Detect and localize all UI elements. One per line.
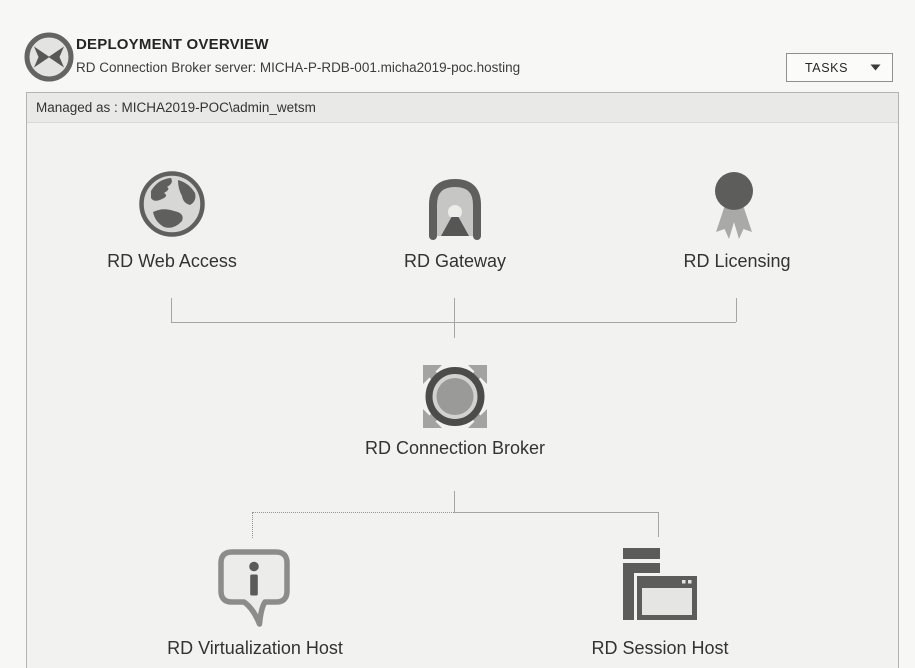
connector-webaccess-stub (171, 298, 172, 322)
connector-licensing-stub (736, 298, 737, 322)
connector-gateway-to-broker (454, 298, 455, 338)
connector-to-sessionhost-horizontal (454, 512, 658, 513)
managed-as-bar: Managed as : MICHA2019-POC\admin_wetsm (27, 93, 898, 123)
remote-desktop-services-icon (24, 32, 74, 82)
node-label-connection-broker: RD Connection Broker (364, 438, 546, 458)
node-label-web-access: RD Web Access (107, 251, 237, 271)
info-bubble-icon[interactable] (216, 547, 292, 631)
connector-to-virtualizationhost-vertical-dotted (252, 512, 253, 538)
connector-to-virtualizationhost-horizontal-dotted (252, 512, 454, 513)
server-window-icon[interactable] (623, 548, 697, 620)
connector-to-sessionhost-vertical (658, 512, 659, 537)
tasks-button-label: TASKS (805, 60, 849, 75)
chevron-down-icon (870, 64, 881, 71)
node-label-licensing: RD Licensing (683, 251, 791, 271)
hub-arrows-icon[interactable] (417, 359, 493, 434)
tunnel-gateway-icon[interactable] (425, 174, 485, 241)
award-ribbon-icon[interactable] (712, 172, 756, 240)
connector-broker-stub (454, 491, 455, 512)
page-title: DEPLOYMENT OVERVIEW (76, 36, 269, 53)
node-label-gateway: RD Gateway (403, 251, 507, 271)
broker-server-subtitle: RD Connection Broker server: MICHA-P-RDB… (76, 60, 521, 75)
globe-icon[interactable] (138, 170, 206, 238)
connector-top-horizontal (171, 322, 736, 323)
tasks-dropdown-button[interactable]: TASKS (786, 53, 893, 82)
node-label-session-host: RD Session Host (591, 638, 729, 658)
node-label-virtualization-host: RD Virtualization Host (167, 638, 343, 658)
